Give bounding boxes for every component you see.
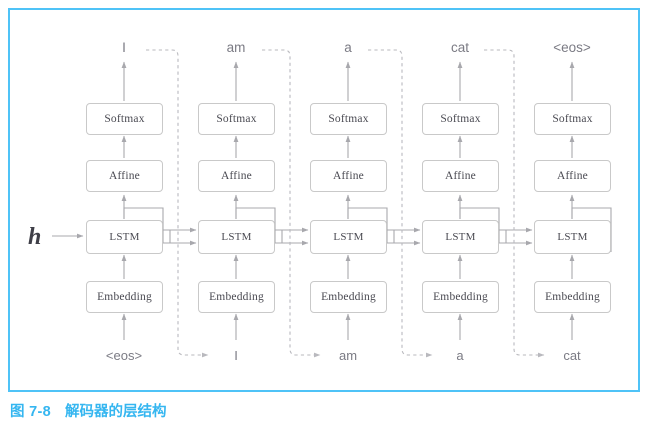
embedding-box-4[interactable]: Embedding: [534, 281, 611, 313]
embedding-box-3[interactable]: Embedding: [422, 281, 499, 313]
softmax-box-4[interactable]: Softmax: [534, 103, 611, 135]
embedding-box-2[interactable]: Embedding: [310, 281, 387, 313]
lstm-box-4[interactable]: LSTM: [534, 220, 611, 254]
figure-caption-text: 解码器的层结构: [65, 404, 167, 420]
softmax-box-1[interactable]: Softmax: [198, 103, 275, 135]
feedback-wire-0: [146, 49, 209, 358]
feedback-wire-3: [484, 49, 545, 358]
output-token-4: <eos>: [553, 40, 591, 55]
softmax-box-0[interactable]: Softmax: [86, 103, 163, 135]
lstm-box-3[interactable]: LSTM: [422, 220, 499, 254]
input-token-2: am: [338, 348, 358, 363]
figure-caption: 图 7-8 解码器的层结构: [10, 400, 167, 421]
input-token-4: cat: [563, 348, 581, 363]
input-token-0: <eos>: [105, 348, 143, 363]
input-token-3: a: [456, 348, 464, 363]
output-token-3: cat: [450, 40, 470, 55]
affine-box-1[interactable]: Affine: [198, 160, 275, 192]
affine-box-4[interactable]: Affine: [534, 160, 611, 192]
hidden-state-label: h: [28, 224, 42, 250]
lstm-box-1[interactable]: LSTM: [198, 220, 275, 254]
input-token-1: I: [234, 348, 238, 363]
embedding-box-0[interactable]: Embedding: [86, 281, 163, 313]
affine-box-0[interactable]: Affine: [86, 160, 163, 192]
softmax-box-3[interactable]: Softmax: [422, 103, 499, 135]
output-token-2: a: [344, 40, 352, 55]
affine-box-3[interactable]: Affine: [422, 160, 499, 192]
softmax-box-2[interactable]: Softmax: [310, 103, 387, 135]
figure-frame: [8, 8, 640, 392]
output-token-0: I: [122, 40, 126, 55]
output-token-1: am: [226, 40, 246, 55]
figure-caption-number: 图 7-8: [10, 404, 51, 420]
lstm-box-0[interactable]: LSTM: [86, 220, 163, 254]
affine-box-2[interactable]: Affine: [310, 160, 387, 192]
embedding-box-1[interactable]: Embedding: [198, 281, 275, 313]
lstm-box-2[interactable]: LSTM: [310, 220, 387, 254]
